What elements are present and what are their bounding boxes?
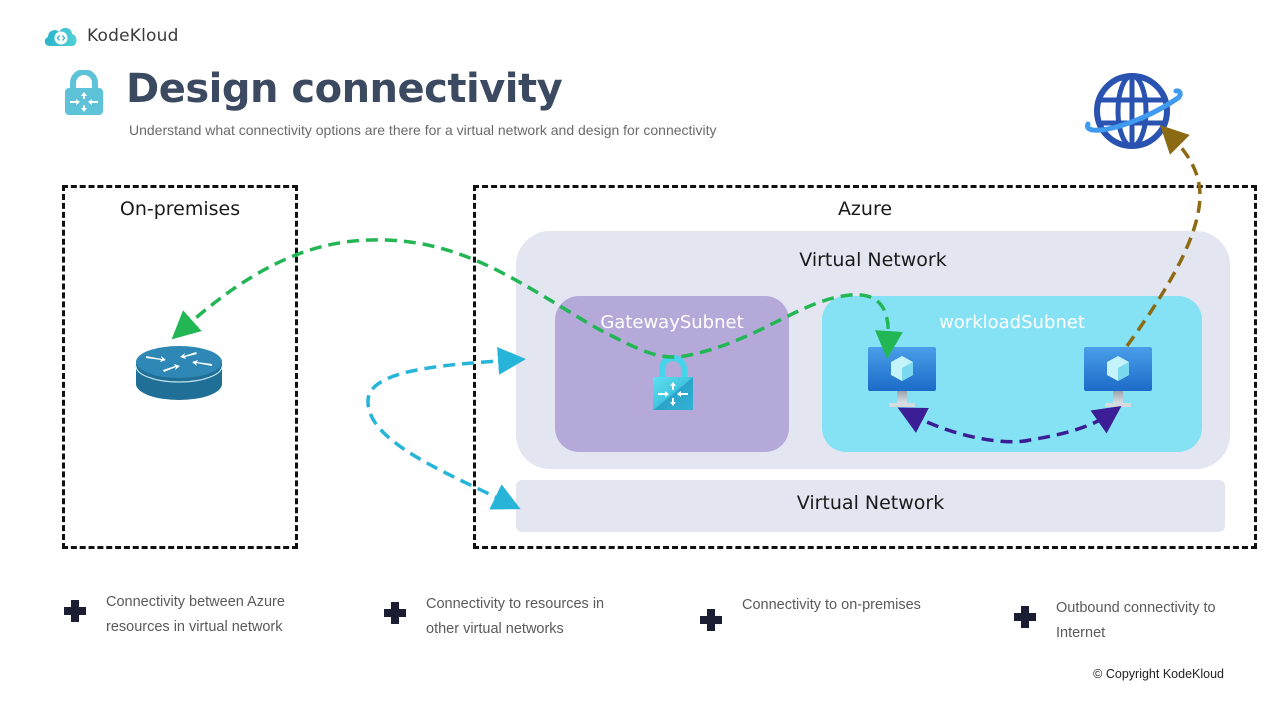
feature-text: Connectivity between Azure resources in … — [106, 594, 285, 635]
primary-vnet-label: Virtual Network — [799, 249, 947, 271]
page-subtitle: Understand what connectivity options are… — [129, 122, 717, 138]
feature-text: Connectivity to resources in other virtu… — [426, 596, 605, 637]
kodekloud-cloud-logo-icon — [44, 28, 77, 46]
gateway-subnet-label: GatewaySubnet — [600, 312, 744, 333]
plus-icon — [384, 602, 406, 624]
brand-name: KodeKloud — [87, 26, 179, 46]
plus-icon — [64, 600, 86, 622]
feature-text: Connectivity to on-premises — [742, 597, 921, 613]
on-premises-label: On-premises — [119, 198, 241, 220]
page-title: Design connectivity — [126, 66, 563, 112]
vpn-gateway-lock-icon — [65, 70, 103, 115]
secondary-vnet-label: Virtual Network — [796, 492, 945, 514]
virtual-machine-icon — [868, 347, 936, 407]
plus-icon — [700, 609, 722, 631]
globe-icon — [1085, 73, 1183, 149]
plus-icon — [1014, 606, 1036, 628]
feature-item: Outbound connectivity to Internet — [1014, 596, 1236, 646]
feature-item: Connectivity to resources in other virtu… — [384, 592, 626, 642]
feature-text: Outbound connectivity to Internet — [1056, 600, 1216, 641]
gateway-lock-icon — [653, 355, 693, 410]
feature-item: Connectivity to on-premises — [700, 593, 921, 631]
azure-label: Azure — [837, 198, 893, 220]
copyright-text: © Copyright KodeKloud — [1093, 667, 1224, 681]
workload-subnet-label: workloadSubnet — [939, 312, 1085, 333]
brand-logo: KodeKloud — [43, 24, 179, 48]
secondary-virtual-network: Virtual Network — [516, 480, 1225, 532]
virtual-machine-icon — [1084, 347, 1152, 407]
router-icon — [135, 346, 223, 400]
on-premises-box: On-premises — [62, 185, 298, 549]
feature-item: Connectivity between Azure resources in … — [64, 590, 306, 640]
